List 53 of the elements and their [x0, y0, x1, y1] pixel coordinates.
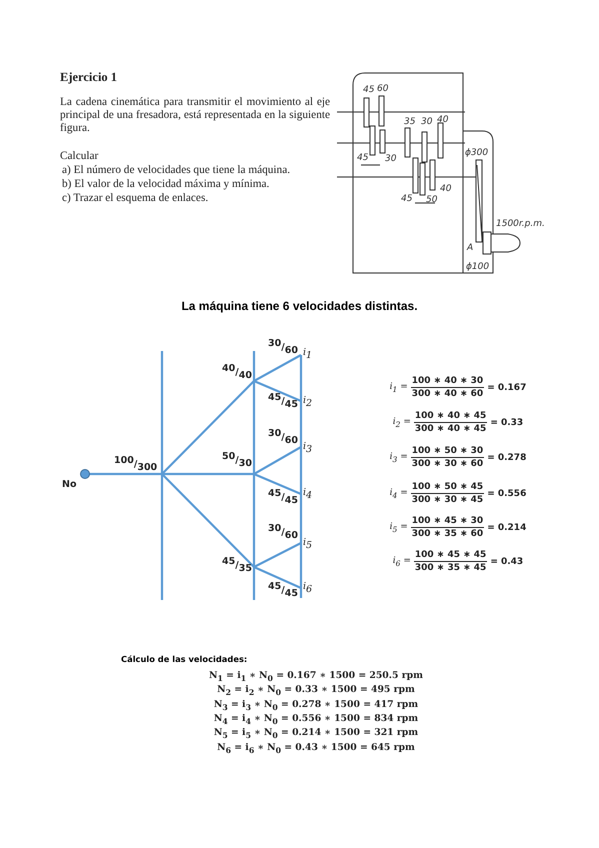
heading: Ejercicio 1 [60, 70, 118, 84]
text: Cálculo de las velocidades: [121, 655, 248, 665]
drawing-label: 40 [440, 184, 452, 194]
list-item: b) El valor de la velocidad máxima y mínima. [62, 178, 270, 191]
formula-result: = 0.556 [487, 488, 526, 498]
denominator: 300 ∗ 40 ∗ 45 [414, 423, 488, 434]
drawing-label: 1500r.p.m. [496, 219, 545, 230]
formula-text: i$_{5}$ = [390, 522, 408, 534]
numerator: 100 ∗ 45 ∗ 30 [410, 516, 484, 528]
list-item: a) El número de velocidades que tiene la máquina. [62, 164, 290, 177]
drawing-label: 50 [426, 195, 438, 206]
drawing-label: A [467, 243, 474, 254]
speed-label: No [62, 480, 76, 491]
formula-result: = 0.43 [490, 556, 524, 566]
numerator: 100 ∗ 45 ∗ 45 [414, 550, 488, 562]
formula-text: N$_{4}$ = i$_{4}$ ∗ N$_{0}$ = 0.556 ∗ 1500 = 834 rpm [212, 712, 420, 726]
drawing-label: 40 [437, 115, 448, 126]
formula-text: N$_{3}$ = i$_{3}$ ∗ N$_{0}$ = 0.278 ∗ 1500 = 417 rpm [212, 698, 420, 712]
drawing-label: ϕ300 [465, 148, 488, 158]
statement: La máquina tiene 6 velocidades distintas. [180, 300, 419, 314]
drawing-label: 45 [401, 194, 412, 204]
denominator: 300 ∗ 40 ∗ 60 [410, 388, 484, 399]
formula-text: N$_{2}$ = i$_{2}$ ∗ N$_{0}$ = 0.33 ∗ 1500 = 495 rpm [216, 684, 416, 698]
drawing-label: ϕ100 [466, 262, 490, 272]
numerator: 100 ∗ 50 ∗ 30 [410, 446, 484, 458]
list-item: c) Trazar el esquema de enlaces. [62, 192, 208, 205]
drawing-label: 35 [404, 117, 416, 128]
drawing-label: 45 [357, 153, 368, 164]
formula-text: i$_{1}$ = [390, 382, 408, 394]
formula-text: i$_{2}$ = [392, 416, 411, 428]
formula-result: = 0.33 [490, 418, 524, 428]
drawing-label: 45 [363, 85, 374, 96]
formula-text: N$_{5}$ = i$_{5}$ ∗ N$_{0}$ = 0.214 ∗ 1500 = 321 rpm [212, 727, 420, 740]
formula-result: = 0.167 [487, 382, 526, 392]
drawing-label: 30 [421, 117, 432, 128]
formula-text: i$_{4}$ = [390, 488, 408, 500]
denominator: 300 ∗ 30 ∗ 45 [410, 494, 484, 505]
numerator: 100 ∗ 40 ∗ 45 [414, 411, 488, 423]
paragraph: La cadena cinemática para transmitir el movimiento al eje principal de una fresadora, está representada en la siguiente figura. [60, 96, 330, 135]
formula-text: N$_{6}$ = i$_{6}$ ∗ N$_{0}$ = 0.43 ∗ 1500 = 645 rpm [216, 742, 416, 754]
denominator: 300 ∗ 35 ∗ 45 [414, 562, 488, 573]
formula-result: = 0.278 [487, 452, 526, 462]
drawing-label: 60 [377, 84, 388, 94]
denominator: 300 ∗ 35 ∗ 60 [410, 528, 484, 539]
numerator: 100 ∗ 50 ∗ 45 [410, 482, 484, 494]
formula-text: N$_{1}$ = i$_{1}$ ∗ N$_{0}$ = 0.167 ∗ 1500 = 250.5 rpm [208, 670, 424, 683]
text: Calcular [60, 150, 98, 163]
formula-result: = 0.214 [487, 522, 526, 532]
drawing-label: 30 [385, 154, 396, 164]
formula-text: i$_{3}$ = [390, 452, 408, 464]
numerator: 100 ∗ 40 ∗ 30 [410, 376, 484, 388]
denominator: 300 ∗ 30 ∗ 60 [410, 458, 484, 469]
formula-text: i$_{6}$ = [392, 556, 411, 568]
